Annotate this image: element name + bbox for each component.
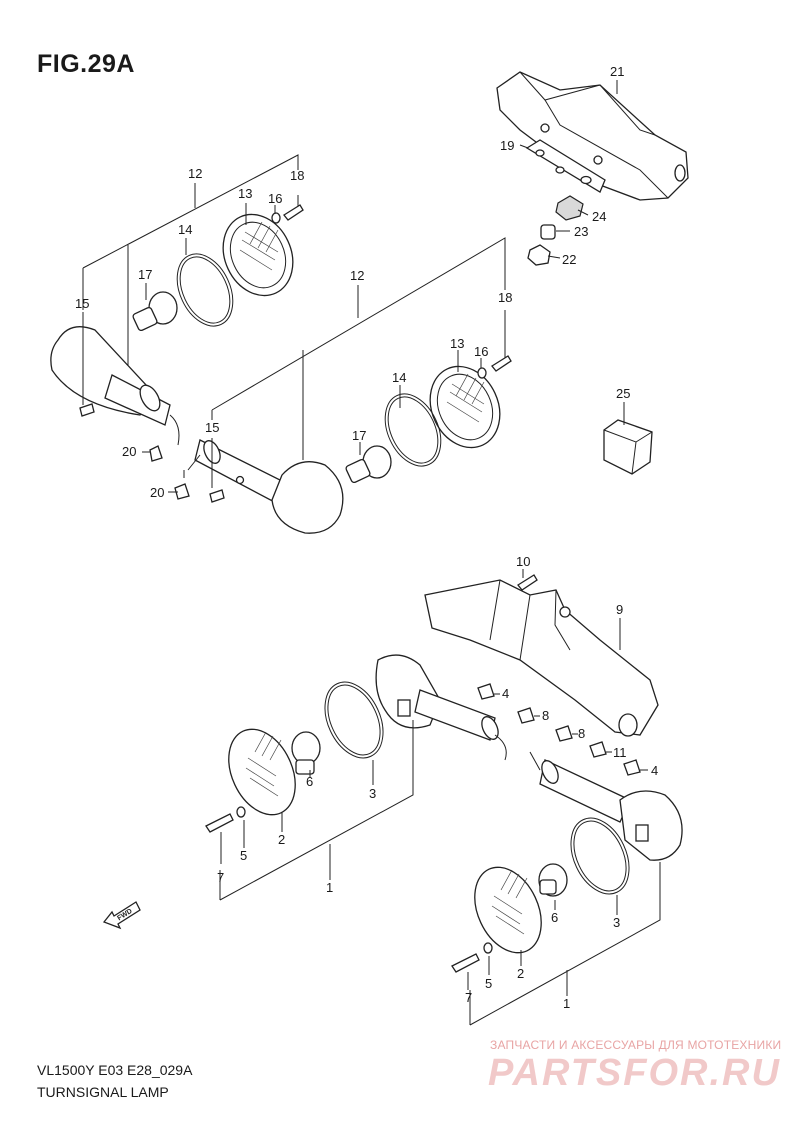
callout-13: 13: [238, 186, 252, 201]
upper-right-gasket-14: [384, 393, 442, 467]
upper-left-signal-housing: [50, 326, 180, 446]
upper-left-gasket-14: [176, 253, 234, 327]
lower-left-signal-housing: [375, 654, 507, 761]
fwd-arrow-icon: FWD: [102, 901, 141, 930]
reflector-plate: [525, 139, 606, 193]
socket-22: [527, 244, 551, 266]
watermark-tagline: ЗАПЧАСТИ И АКСЕССУАРЫ ДЛЯ МОТОТЕХНИКИ: [490, 1038, 782, 1052]
callout-3: 3: [369, 786, 376, 801]
upper-right-signal-housing: [187, 439, 344, 534]
callout-17: 17: [138, 267, 152, 282]
callout-8: 8: [578, 726, 585, 741]
callout-12: 12: [350, 268, 364, 283]
lower-right-washer-5: [483, 942, 493, 954]
relay-25: [603, 419, 653, 475]
bulb-23: [540, 224, 556, 240]
lower-right-lens-2: [474, 866, 542, 954]
lower-right-screw-7: [451, 953, 480, 973]
screw-20a: [149, 445, 163, 462]
callout-11: 11: [613, 745, 627, 760]
callout-3: 3: [613, 915, 620, 930]
upper-left-bulb-17: [132, 291, 178, 332]
callout-20: 20: [122, 444, 136, 459]
model-code: VL1500Y E03 E28_029A: [37, 1062, 193, 1078]
screw-18b: [491, 355, 512, 372]
callout-15: 15: [205, 420, 219, 435]
callout-13: 13: [450, 336, 464, 351]
washer-16b: [477, 367, 487, 379]
callout-16: 16: [474, 344, 488, 359]
lower-right-gasket-3: [570, 817, 630, 895]
callout-15: 15: [75, 296, 89, 311]
upper-right-bulb-17: [345, 445, 392, 484]
bracket-9: [424, 579, 659, 737]
screw-8b: [555, 725, 573, 742]
lower-right-signal-housing: [529, 751, 683, 861]
callout-17: 17: [352, 428, 366, 443]
callout-2: 2: [517, 966, 524, 981]
callout-7: 7: [465, 990, 472, 1005]
callout-18: 18: [498, 290, 512, 305]
callout-labels: 12 18 13 16 14 17 15 20 12 18 13 16 14 1…: [75, 64, 658, 1011]
callout-8: 8: [542, 708, 549, 723]
callout-12: 12: [188, 166, 202, 181]
screw-4a: [477, 683, 495, 700]
upper-right-lens-13: [429, 365, 501, 449]
callout-5: 5: [485, 976, 492, 991]
lower-left-lens-2: [228, 728, 296, 816]
lower-left-bulb-6: [291, 731, 321, 775]
callout-16: 16: [268, 191, 282, 206]
callout-10: 10: [516, 554, 530, 569]
callout-7: 7: [217, 870, 224, 885]
lower-left-screw-7: [205, 813, 234, 833]
callout-4: 4: [502, 686, 509, 701]
callout-18: 18: [290, 168, 304, 183]
screw-10: [517, 574, 538, 591]
callout-9: 9: [616, 602, 623, 617]
callout-4: 4: [651, 763, 658, 778]
screw-11: [589, 741, 607, 758]
figure-caption: TURNSIGNAL LAMP: [37, 1084, 169, 1100]
callout-20: 20: [150, 485, 164, 500]
callout-2: 2: [278, 832, 285, 847]
callout-1: 1: [326, 880, 333, 895]
callout-19: 19: [500, 138, 514, 153]
callout-1: 1: [563, 996, 570, 1011]
callout-23: 23: [574, 224, 588, 239]
leader-lines: [82, 80, 661, 1026]
screw-18a: [283, 204, 304, 221]
screw-15b: [209, 489, 225, 503]
callout-14: 14: [392, 370, 406, 385]
watermark-logo: PARTSFOR.RU: [488, 1052, 781, 1094]
callout-25: 25: [616, 386, 630, 401]
screw-20b: [174, 483, 190, 500]
screw-8a: [517, 707, 535, 724]
callout-6: 6: [551, 910, 558, 925]
figure-title: FIG.29A: [37, 50, 135, 78]
lower-right-bulb-6: [538, 863, 568, 897]
callout-21: 21: [610, 64, 624, 79]
callout-24: 24: [592, 209, 606, 224]
bulb-socket-24: [555, 195, 584, 221]
lower-left-washer-5: [236, 806, 246, 818]
screw-15a: [79, 403, 95, 417]
rear-lamp-housing: [496, 71, 689, 201]
upper-left-lens-13: [222, 213, 294, 297]
lower-left-gasket-3: [324, 681, 384, 759]
washer-16a: [271, 212, 281, 224]
callout-5: 5: [240, 848, 247, 863]
callout-6: 6: [306, 774, 313, 789]
screw-4b: [623, 759, 641, 776]
callout-14: 14: [178, 222, 192, 237]
callout-22: 22: [562, 252, 576, 267]
